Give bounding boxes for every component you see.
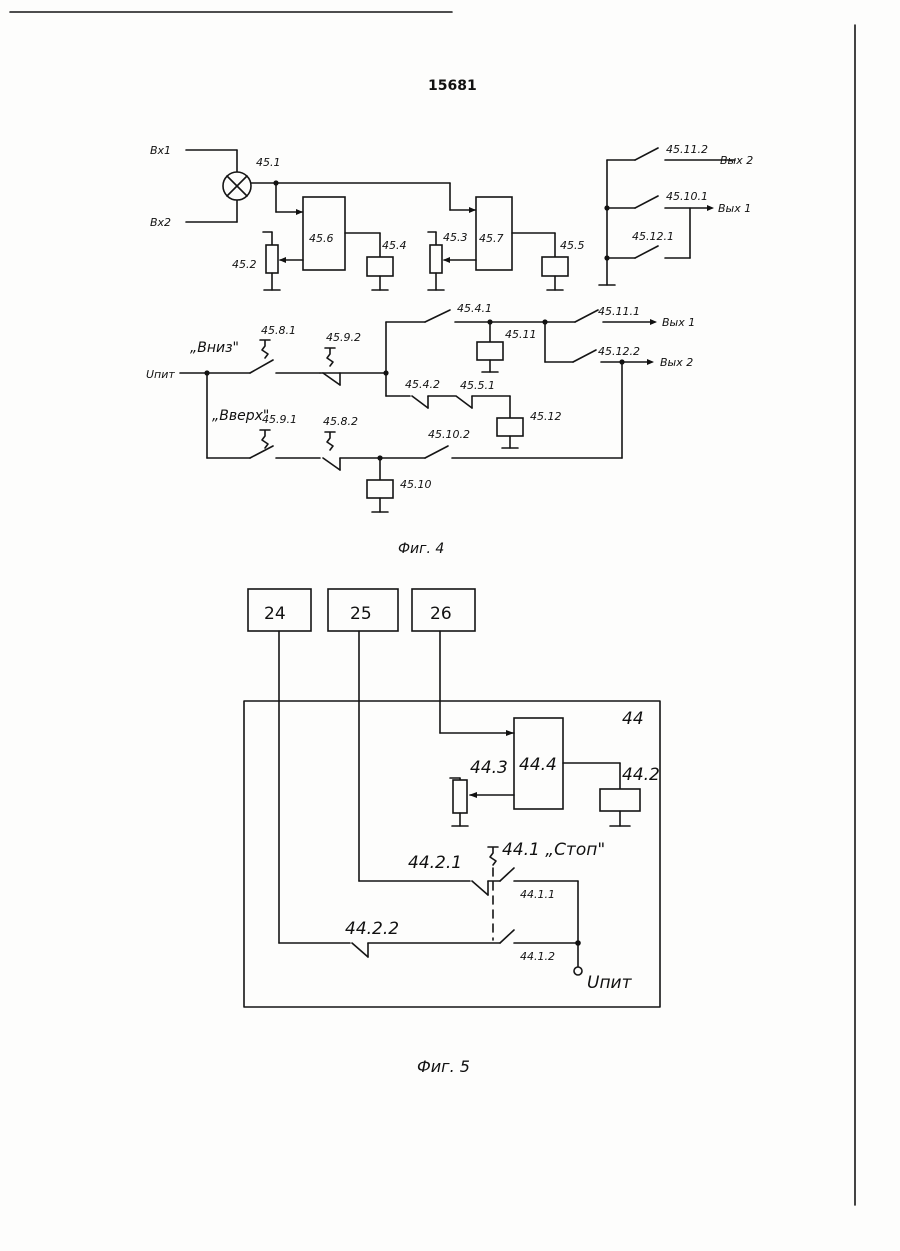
label-k4-1: 45.4.1: [457, 302, 492, 315]
block-25-label: 25: [350, 604, 372, 624]
label-amp-44-4: 44.4: [519, 755, 557, 775]
label-k4-2: 45.4.2: [405, 378, 440, 391]
label-supply: Uпит: [146, 368, 175, 381]
label-out1-top: Вых 1: [718, 202, 751, 215]
label-s9-1: 45.9.1: [262, 413, 297, 426]
label-stop: 44.1 „Стоп": [502, 840, 605, 860]
label-s8-2: 45.8.2: [323, 415, 358, 428]
fig4-caption: Фиг. 4: [398, 541, 444, 557]
label-in2: Вх2: [150, 216, 171, 229]
label-k5-1: 45.5.1: [460, 379, 495, 392]
relay-45-12: [497, 418, 523, 436]
unit-44-label: 44: [622, 709, 644, 729]
label-k12-1: 45.12.1: [632, 230, 674, 243]
relay-45-10: [367, 480, 393, 498]
fig5: 24 25 26 44 44.4 44.2 44.3 44.2.: [244, 589, 660, 1007]
label-relay-44-2: 44.2: [622, 765, 660, 785]
label-up-btn: „Вверх": [212, 408, 269, 424]
label-relay2: 45.5: [560, 239, 585, 252]
label-k1-1: 44.1.1: [520, 888, 555, 901]
label-r10: 45.10: [400, 478, 432, 491]
label-amp1: 45.6: [309, 232, 334, 245]
label-pot2: 45.3: [443, 231, 468, 244]
label-k12-2: 45.12.2: [598, 345, 640, 358]
label-k2-2: 44.2.2: [345, 919, 399, 939]
fig4-output-contacts: 45.11.2 Вых 2 45.10.1 Вых 1 45.12.1: [599, 143, 753, 285]
pot-45-2: [266, 245, 278, 273]
label-k11-1: 45.11.1: [598, 305, 640, 318]
label-out2-top: Вых 2: [720, 154, 753, 167]
label-k1-2: 44.1.2: [520, 950, 555, 963]
label-amp2: 45.7: [479, 232, 504, 245]
relay-45-5: [542, 257, 568, 276]
label-k2-1: 44.2.1: [408, 853, 462, 873]
fig4-lower-circuit: Uпит „Вниз" 45.8.1 45.9.2 45.4.1 45.11 4…: [146, 302, 695, 512]
label-k11-2: 45.11.2: [666, 143, 708, 156]
label-out2-bottom: Вых 2: [660, 356, 693, 369]
label-relay1: 45.4: [382, 239, 407, 252]
label-r12: 45.12: [530, 410, 562, 423]
label-pot1: 45.2: [232, 258, 257, 271]
label-in1: Вх1: [150, 144, 171, 157]
pot-45-3: [430, 245, 442, 273]
label-r11: 45.11: [505, 328, 537, 341]
relay-45-4: [367, 257, 393, 276]
relay-45-11: [477, 342, 503, 360]
label-k10-2: 45.10.2: [428, 428, 470, 441]
relay-44-2: [600, 789, 640, 811]
page-number: 15681: [428, 78, 477, 94]
label-supply-fig5: Uпит: [587, 973, 633, 993]
block-26-label: 26: [430, 604, 452, 624]
label-pot-44-3: 44.3: [470, 758, 508, 778]
label-s9-2: 45.9.2: [326, 331, 361, 344]
label-down-btn: „Вниз": [190, 340, 239, 356]
label-k10-1: 45.10.1: [666, 190, 708, 203]
fig5-caption: Фиг. 5: [417, 1057, 470, 1076]
label-s8-1: 45.8.1: [261, 324, 296, 337]
pot-44-3: [453, 780, 467, 813]
fig4-upper-circuit: Вх1 Вх2 45.1 45.6 45.4 45.2 45.7: [150, 144, 585, 290]
label-out1-bottom: Вых 1: [662, 316, 695, 329]
block-24-label: 24: [264, 604, 286, 624]
label-comparator: 45.1: [256, 156, 281, 169]
